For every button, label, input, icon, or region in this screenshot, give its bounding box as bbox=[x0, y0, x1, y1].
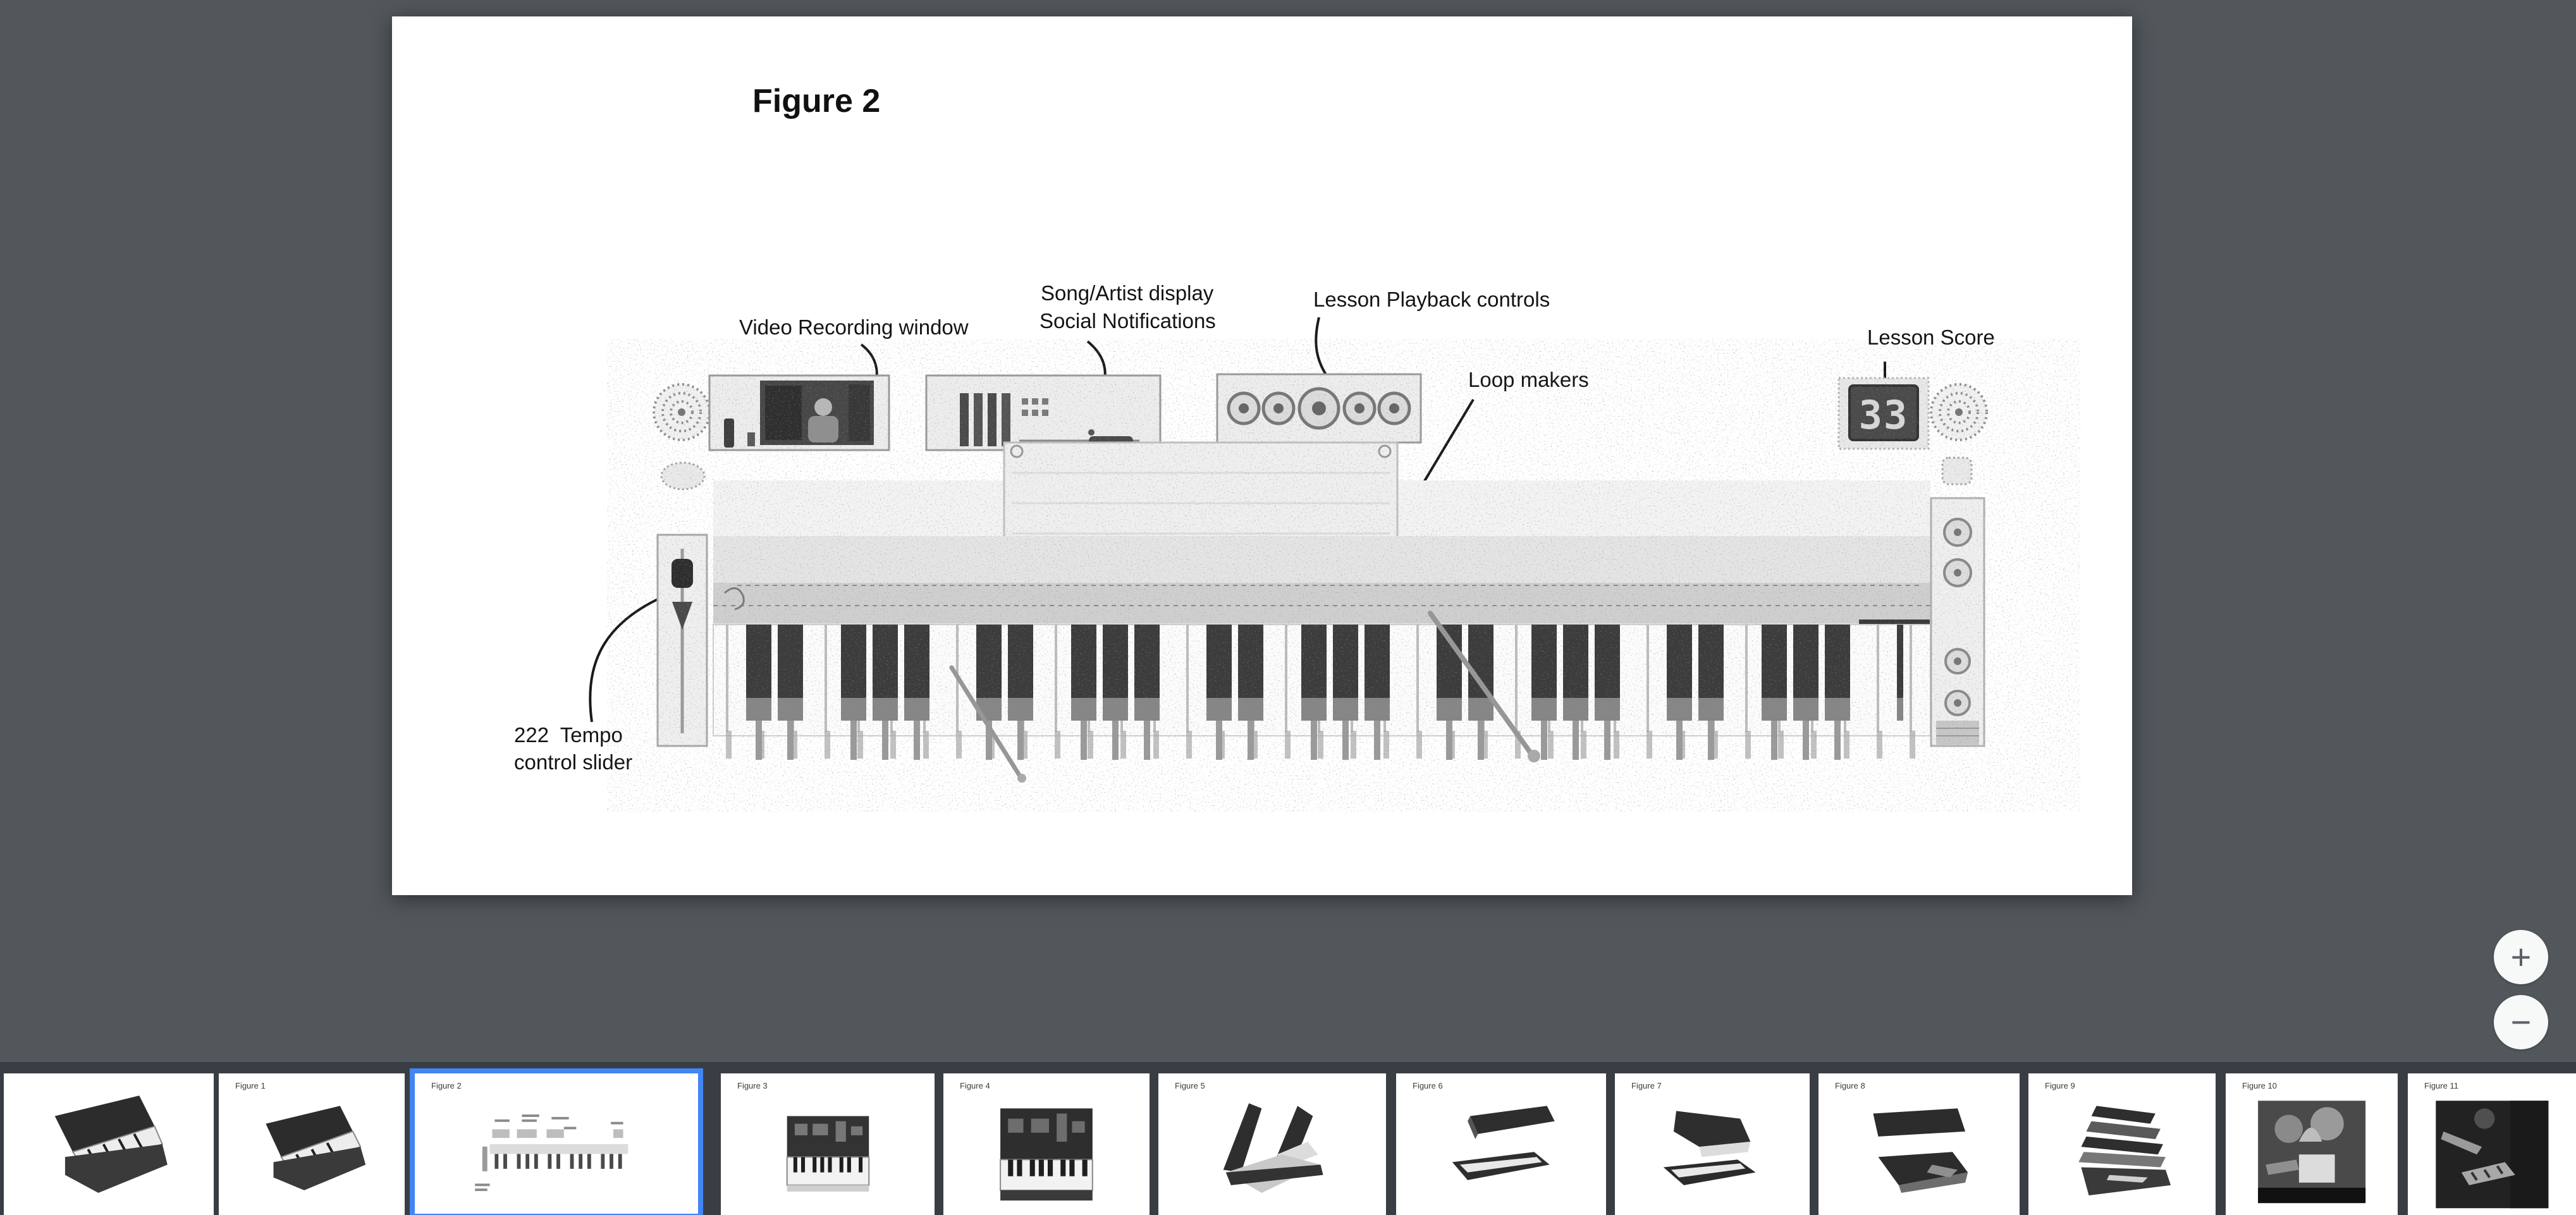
annotation-social-notifications: Social Notifications bbox=[1040, 309, 1216, 333]
thumbnail-figure-6[interactable]: Figure 6 bbox=[1396, 1073, 1606, 1215]
thumbnail-art bbox=[1873, 1108, 1968, 1193]
thumbnail-figure-9[interactable]: Figure 9 bbox=[2028, 1073, 2216, 1215]
annotation-tempo-line1: 222 Tempo bbox=[514, 723, 623, 747]
thumbnail-art bbox=[2257, 1101, 2365, 1204]
filmstrip: Figure 1 Figure 2 Figure 3 bbox=[0, 1062, 2576, 1215]
annotation-song-artist-display: Song/Artist display bbox=[1041, 281, 1214, 305]
annotation-tempo-line2: control slider bbox=[514, 750, 633, 774]
thumbnail-art bbox=[54, 1096, 168, 1193]
thumbnail-figure-1[interactable]: Figure 1 bbox=[219, 1073, 405, 1215]
thumbnail-figure-5[interactable]: Figure 5 bbox=[1158, 1073, 1386, 1215]
thumbnail-art bbox=[266, 1106, 365, 1190]
zoom-in-button[interactable]: + bbox=[2494, 930, 2548, 984]
thumbnail-figure-11[interactable]: Figure 11 bbox=[2408, 1073, 2576, 1215]
figure-title: Figure 2 bbox=[752, 83, 881, 119]
thumbnail-art bbox=[2078, 1106, 2171, 1196]
zoom-out-button[interactable]: − bbox=[2494, 995, 2548, 1049]
thumbnail-art bbox=[1452, 1106, 1555, 1180]
thumbnail-figure-10[interactable]: Figure 10 bbox=[2226, 1073, 2398, 1215]
thumbnail-art bbox=[475, 1114, 629, 1192]
thumbnail-art bbox=[1664, 1111, 1756, 1185]
thumbnail-figure-3[interactable]: Figure 3 bbox=[721, 1073, 935, 1215]
grain-texture bbox=[635, 348, 2052, 803]
annotation-lesson-playback-controls: Lesson Playback controls bbox=[1313, 288, 1550, 311]
document-page: Figure 2 Video Recording window Song/Art… bbox=[392, 16, 2132, 895]
thumbnail-figure-7[interactable]: Figure 7 bbox=[1615, 1073, 1810, 1215]
thumbnail-figure-8[interactable]: Figure 8 bbox=[1819, 1073, 2020, 1215]
thumbnail-figure-4[interactable]: Figure 4 bbox=[943, 1073, 1150, 1215]
thumbnail-art bbox=[786, 1116, 869, 1192]
thumbnail-cover[interactable] bbox=[4, 1073, 214, 1215]
patent-figure-drawing: 33 bbox=[589, 317, 2052, 803]
annotation-lesson-score: Lesson Score bbox=[1867, 326, 1995, 349]
thumbnail-figure-2[interactable]: Figure 2 bbox=[410, 1068, 703, 1215]
thumbnail-art bbox=[1224, 1103, 1323, 1193]
thumbnail-art bbox=[1000, 1108, 1093, 1201]
thumbnail-art bbox=[2435, 1101, 2549, 1209]
annotation-video-recording-window: Video Recording window bbox=[739, 315, 969, 339]
